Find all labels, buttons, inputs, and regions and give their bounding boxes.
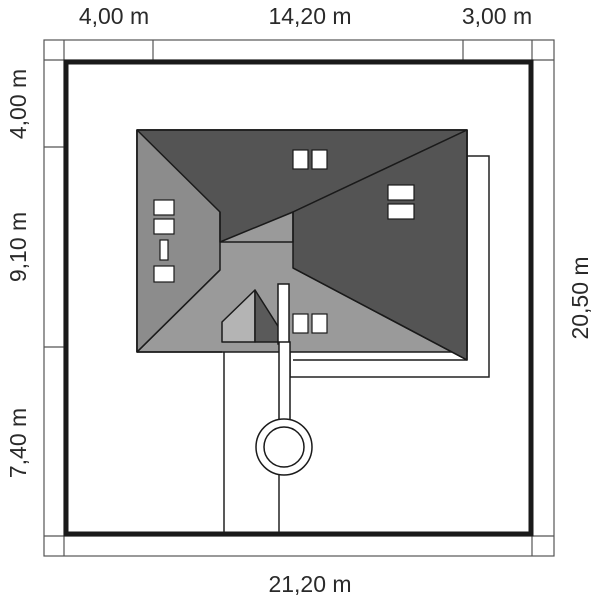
roof-window [153,265,175,283]
roof-window [159,239,169,261]
chimney [277,283,290,345]
round-feature [255,418,313,476]
garden-path [278,341,291,421]
roof-window [311,149,328,170]
dim-top-middle: 14,20 m [268,3,351,29]
roof-window [153,199,175,216]
dim-bottom: 21,20 m [268,571,351,597]
dim-left-bottom: 7,40 m [5,408,31,478]
dim-left-top: 4,00 m [5,69,31,139]
roof-edge [137,129,468,361]
driveway [223,352,280,532]
roof-window [292,313,309,334]
roof-window [387,203,415,220]
roof-window [387,184,415,201]
dim-top-left: 4,00 m [79,3,149,29]
dim-right: 20,50 m [567,256,593,339]
roof-window [311,313,328,334]
roof-ridge [219,212,294,243]
roof-window [292,149,309,170]
dim-top-right: 3,00 m [462,3,532,29]
roof-window [153,218,175,235]
plot-boundary [63,59,534,537]
dim-left-middle: 9,10 m [5,212,31,282]
roof-windows [153,149,415,334]
